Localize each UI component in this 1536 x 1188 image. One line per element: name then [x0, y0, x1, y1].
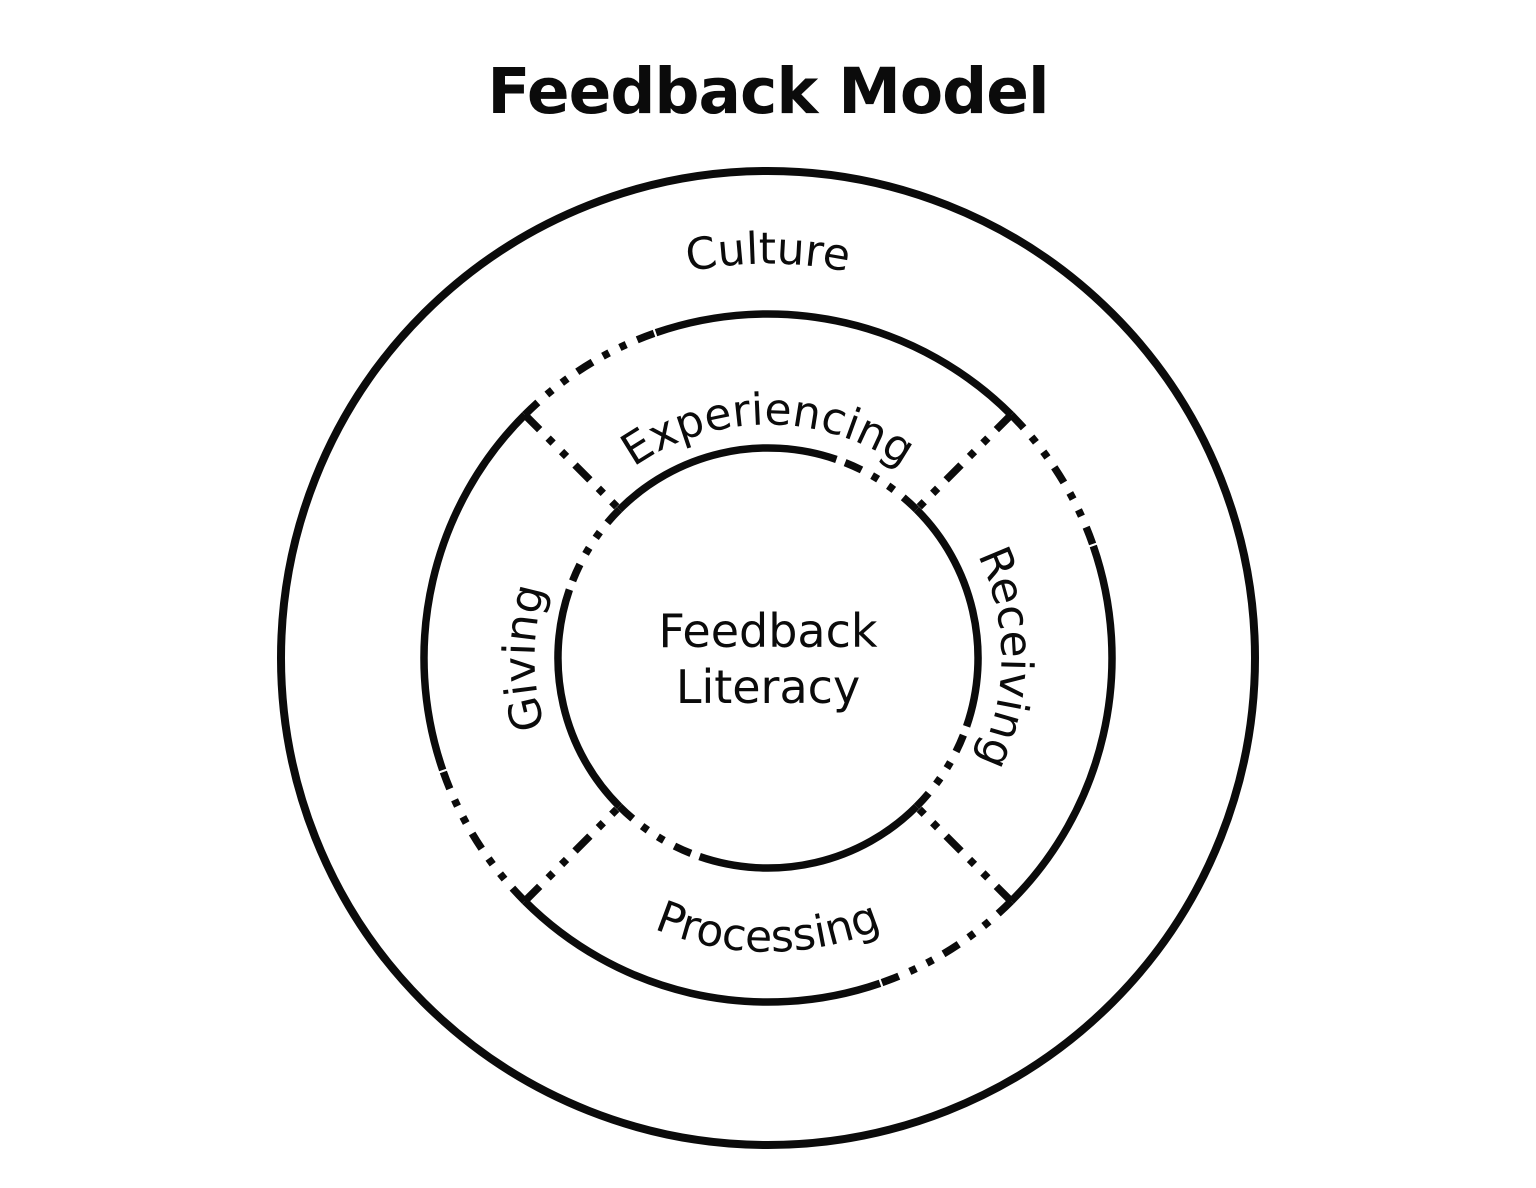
segment-label-processing: Processing [650, 891, 887, 963]
diagram-title: Feedback Model [487, 55, 1048, 128]
middle-circle-dashdot-arcs [439, 329, 1097, 987]
outer-circle [277, 167, 1259, 1149]
center-label-line1: Feedback [658, 604, 877, 658]
segment-divider-nw [522, 412, 623, 513]
inner-circle-dashdot-arcs [565, 455, 971, 861]
center-label-line2: Literacy [676, 660, 860, 714]
middle-circle-solid-arcs [420, 310, 1116, 1006]
segment-divider-ne [913, 412, 1014, 513]
segment-divider-sw [522, 803, 623, 904]
segment-divider-se [913, 803, 1014, 904]
segment-dividers [522, 412, 1014, 904]
center-label: Feedback Literacy [658, 604, 877, 714]
segment-label-giving: Giving [494, 579, 555, 736]
segment-label-experiencing: Experiencing [612, 384, 923, 476]
inner-circle-solid-arcs [554, 444, 982, 872]
outer-ring-label-culture: Culture [682, 223, 854, 282]
